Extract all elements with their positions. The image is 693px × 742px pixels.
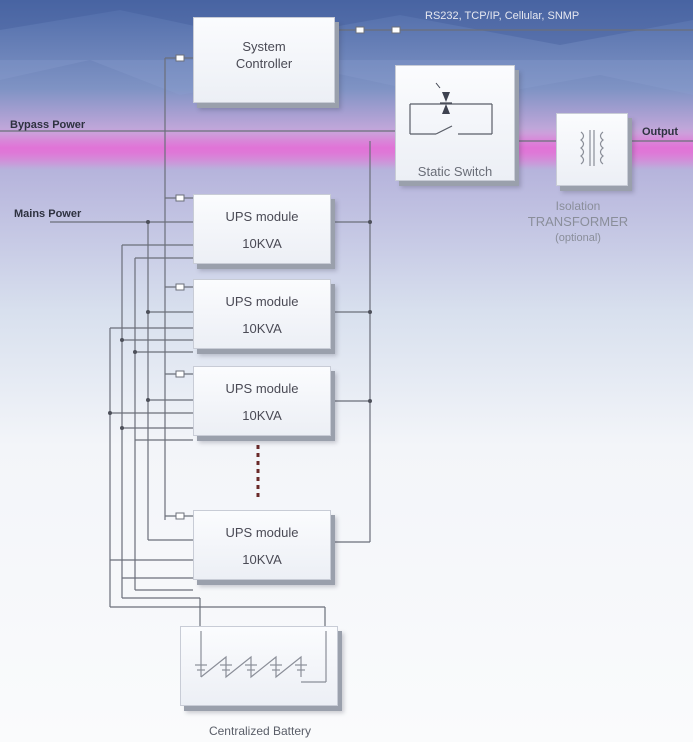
transformer-label-line2: TRANSFORMER: [527, 214, 629, 229]
ups-module-name: UPS module: [225, 381, 299, 396]
static-switch-label: Static Switch: [417, 164, 493, 179]
ups-module-rating: 10KVA: [242, 552, 282, 567]
controller-line2: Controller: [235, 56, 293, 71]
static-switch: Static Switch: [395, 65, 515, 181]
battery-cells-icon: [195, 631, 327, 683]
ups-module-1: UPS module 10KVA: [193, 194, 331, 264]
system-controller-label: System Controller: [194, 38, 334, 72]
transformer-label: Isolation TRANSFORMER (optional): [518, 198, 638, 246]
controller-line1: System: [242, 39, 286, 54]
ups-module-3: UPS module 10KVA: [193, 366, 331, 436]
transformer-coil-icon: [580, 130, 604, 166]
transformer-label-line1: Isolation: [555, 199, 601, 213]
system-controller: System Controller: [193, 17, 335, 103]
thyristor-icon: [435, 82, 452, 114]
ups-module-name: UPS module: [225, 209, 299, 224]
isolation-transformer: [556, 113, 628, 186]
output-label: Output: [642, 126, 679, 138]
ups-module-rating: 10KVA: [242, 408, 282, 423]
centralized-battery: [180, 626, 338, 706]
ups-module-4: UPS module 10KVA: [193, 510, 331, 580]
ups-module-rating: 10KVA: [242, 236, 282, 251]
mains-power-label: Mains Power: [14, 208, 82, 220]
bypass-power-label: Bypass Power: [10, 119, 86, 131]
ups-module-2: UPS module 10KVA: [193, 279, 331, 349]
ups-module-rating: 10KVA: [242, 321, 282, 336]
plug-connector-icon: [175, 26, 401, 520]
static-switch-schematic: [409, 82, 493, 135]
battery-label: Centralized Battery: [208, 724, 312, 738]
communication-label: RS232, TCP/IP, Cellular, SNMP: [425, 10, 580, 22]
ups-module-name: UPS module: [225, 294, 299, 309]
ups-module-name: UPS module: [225, 525, 299, 540]
transformer-label-line3: (optional): [555, 232, 601, 244]
